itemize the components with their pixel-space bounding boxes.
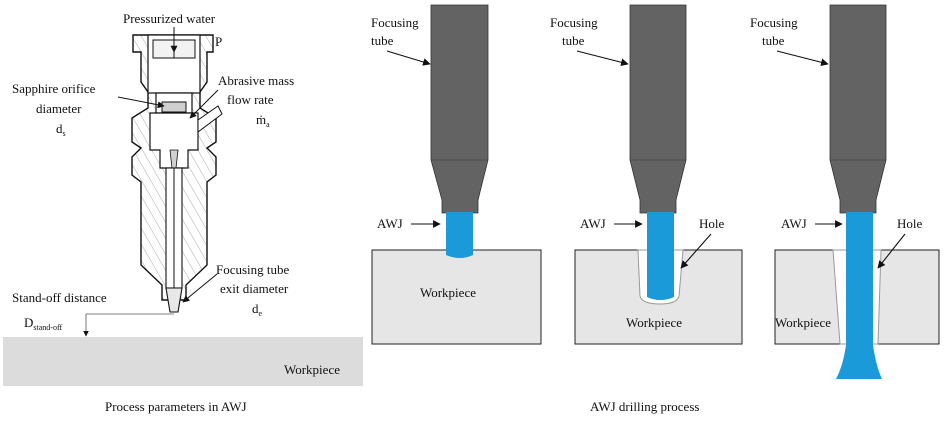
stage2-awj-label: AWJ <box>580 216 606 231</box>
nozzle-cross-section <box>131 34 223 313</box>
right-caption: AWJ drilling process <box>590 399 699 414</box>
stage1-tube-label-line2: tube <box>371 33 394 48</box>
stage2-workpiece-label: Workpiece <box>626 315 682 330</box>
stage1-awj-label: AWJ <box>377 216 403 231</box>
stage3-tube-arrow <box>776 50 829 67</box>
orifice-arrow <box>117 96 165 109</box>
abrasive-label-line2: flow rate <box>227 92 274 107</box>
stage1-workpiece-label: Workpiece <box>420 285 476 300</box>
focusing-exit-arrow <box>182 273 218 303</box>
stage1-tube-label-line1: Focusing <box>371 15 419 30</box>
left-caption: Process parameters in AWJ <box>105 399 247 414</box>
workpiece-base <box>3 337 363 386</box>
stage3-hole-label: Hole <box>897 216 923 231</box>
stage-3: Focusing tube AWJ Hole Workpiece <box>750 4 940 379</box>
focusing-exit-label-line2: exit diameter <box>220 281 289 296</box>
stage1-jet <box>446 212 473 258</box>
stage2-tube-label-line2: tube <box>562 33 585 48</box>
orifice-label-line1: Sapphire orifice <box>12 81 96 96</box>
stage3-hole-arrow <box>877 233 906 269</box>
stage3-tube-label-line1: Focusing <box>750 15 798 30</box>
focusing-exit-label-line1: Focusing tube <box>216 262 290 277</box>
focusing-exit-symbol: de <box>252 301 263 318</box>
abrasive-arrow <box>189 89 219 119</box>
standoff-label: Stand-off distance <box>12 290 107 305</box>
workpiece-label-left: Workpiece <box>284 362 340 377</box>
stage2-tube-label-line1: Focusing <box>550 15 598 30</box>
stage1-focusing-tube <box>430 4 489 214</box>
stage3-focusing-tube <box>829 4 887 214</box>
stage2-focusing-tube <box>629 4 687 214</box>
stage3-jet <box>836 212 882 379</box>
standoff-symbol: Dstand-off <box>24 315 62 332</box>
stage-1: Focusing tube AWJ Workpiece <box>371 4 542 345</box>
orifice-symbol: ds <box>56 121 66 138</box>
pressure-symbol: P <box>215 34 222 49</box>
stage3-workpiece-label: Workpiece <box>775 315 831 330</box>
abrasive-label-line1: Abrasive mass <box>218 73 294 88</box>
stage3-awj-label: AWJ <box>781 216 807 231</box>
stage2-tube-arrow <box>576 50 629 67</box>
abrasive-symbol: ṁa <box>256 112 270 129</box>
stage3-tube-label-line2: tube <box>762 33 785 48</box>
stage2-jet <box>647 212 674 300</box>
pressurized-water-label: Pressurized water <box>123 11 216 26</box>
stage2-hole-label: Hole <box>699 216 725 231</box>
stage-2: Focusing tube AWJ Hole Workpiece <box>550 4 743 345</box>
orifice-label-line2: diameter <box>36 101 82 116</box>
stage2-hole-arrow <box>680 233 712 269</box>
stage1-tube-arrow <box>386 50 431 66</box>
stage1-workpiece <box>371 249 542 345</box>
